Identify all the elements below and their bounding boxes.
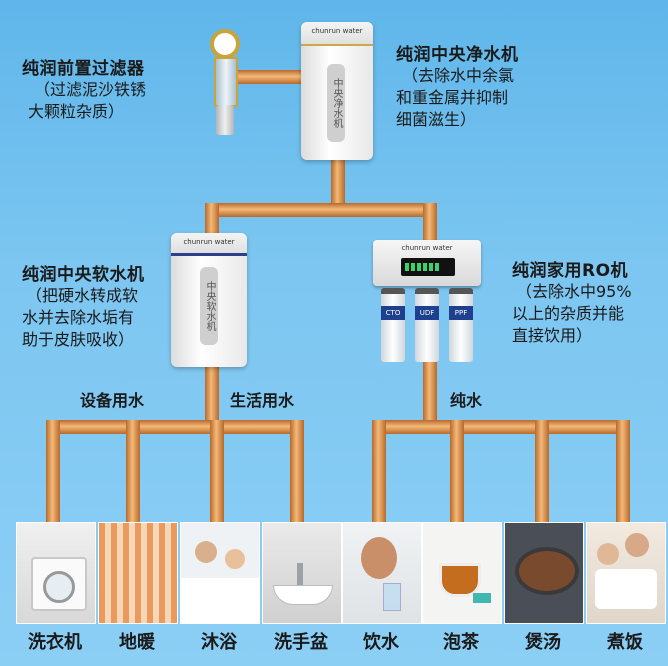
pipe-segment bbox=[535, 420, 549, 522]
ro-desc-line: 直接饮用） bbox=[512, 326, 593, 345]
softener-label: 中央软水机 bbox=[200, 267, 218, 345]
pipe-segment bbox=[450, 420, 464, 522]
ro-title: 纯润家用RO机 bbox=[512, 261, 629, 281]
pipe-segment bbox=[290, 420, 304, 522]
central-purifier-desc-line: 和重金属并抑制 bbox=[396, 88, 509, 107]
pipe-segment bbox=[423, 355, 437, 427]
pipe-segment bbox=[46, 420, 304, 434]
ro-filter-ppf: PPF bbox=[449, 288, 473, 362]
purifier-label: 中央净水机 bbox=[327, 64, 345, 142]
ro-machine-device: chunrun water CTO UDF PPF bbox=[373, 240, 481, 362]
pipe-segment bbox=[205, 203, 219, 239]
floor-heating-image bbox=[98, 522, 178, 624]
branch-label-pure: 纯水 bbox=[450, 391, 483, 410]
drinking-water-image bbox=[342, 522, 422, 624]
softener-title: 纯润中央软水机 bbox=[22, 265, 145, 285]
pipe-segment bbox=[331, 155, 345, 210]
use-label-cooking-rice: 煮饭 bbox=[607, 632, 643, 653]
use-label-bath: 沐浴 bbox=[201, 632, 237, 653]
central-purifier-device: chunrun water 中央净水机 bbox=[301, 22, 373, 160]
central-purifier-title: 纯润中央净水机 bbox=[396, 45, 519, 65]
pipe-segment bbox=[46, 420, 60, 522]
pipe-segment bbox=[235, 70, 305, 84]
soup-image bbox=[504, 522, 584, 624]
wash-basin-image bbox=[262, 522, 342, 624]
ro-caption: 纯润家用RO机 （去除水中95% 以上的杂质并能 直接饮用） bbox=[512, 256, 668, 347]
central-purifier-desc-line: 细菌滋生） bbox=[396, 110, 477, 129]
softener-desc-line: 水并去除水垢有 bbox=[22, 308, 135, 327]
pipe-segment bbox=[205, 365, 219, 427]
central-purifier-caption: 纯润中央净水机 （去除水中余氯 和重金属并抑制 细菌滋生） bbox=[396, 40, 596, 131]
softener-desc-line: 助于皮肤吸收） bbox=[22, 330, 135, 349]
pipe-segment bbox=[616, 420, 630, 522]
use-label-drinking-water: 饮水 bbox=[363, 632, 399, 653]
pre-filter-desc-line: （过滤泥沙铁锈 bbox=[34, 80, 147, 99]
use-label-floor-heating: 地暖 bbox=[119, 632, 155, 653]
pipe-segment bbox=[210, 420, 224, 522]
softener-desc-line: （把硬水转成软 bbox=[26, 286, 139, 305]
ro-filter-cto: CTO bbox=[381, 288, 405, 362]
pipe-segment bbox=[423, 203, 437, 243]
purifier-brand: chunrun water bbox=[311, 27, 363, 35]
pipe-segment bbox=[372, 420, 630, 434]
pipe-segment bbox=[126, 420, 140, 522]
ro-desc-line: （去除水中95% bbox=[516, 282, 632, 301]
ro-display bbox=[401, 258, 455, 276]
use-label-wash-basin: 洗手盆 bbox=[274, 632, 328, 653]
cooking-rice-image bbox=[586, 522, 666, 624]
use-label-tea: 泡茶 bbox=[443, 632, 479, 653]
use-label-soup: 煲汤 bbox=[525, 632, 561, 653]
pipe-segment bbox=[372, 420, 386, 522]
softener-device: chunrun water 中央软水机 bbox=[171, 233, 247, 367]
pipe-segment bbox=[205, 203, 437, 217]
pre-filter-caption: 纯润前置过滤器 （过滤泥沙铁锈 大颗粒杂质） bbox=[22, 54, 202, 123]
ro-brand: chunrun water bbox=[401, 244, 453, 252]
softener-caption: 纯润中央软水机 （把硬水转成软 水并去除水垢有 助于皮肤吸收） bbox=[22, 260, 172, 351]
bath-image bbox=[180, 522, 260, 624]
branch-label-living: 生活用水 bbox=[230, 391, 295, 410]
pre-filter-desc-line: 大颗粒杂质） bbox=[28, 102, 125, 121]
central-purifier-desc-line: （去除水中余氯 bbox=[402, 66, 515, 85]
pre-filter-title: 纯润前置过滤器 bbox=[22, 59, 145, 79]
pre-filter-device bbox=[204, 25, 244, 137]
ro-desc-line: 以上的杂质并能 bbox=[512, 304, 625, 323]
use-label-washing-machine: 洗衣机 bbox=[28, 632, 82, 653]
washing-machine-image bbox=[16, 522, 96, 624]
tea-image bbox=[422, 522, 502, 624]
softener-brand: chunrun water bbox=[183, 238, 235, 246]
ro-filter-udf: UDF bbox=[415, 288, 439, 362]
branch-label-equipment: 设备用水 bbox=[80, 391, 145, 410]
